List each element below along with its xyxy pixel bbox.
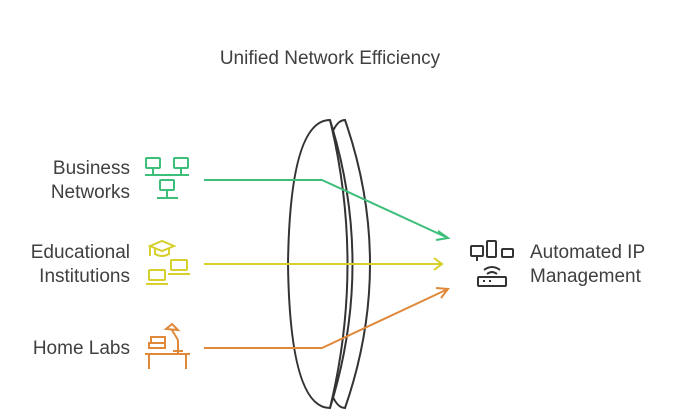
label-output-line1: Automated IP	[530, 242, 646, 263]
diagram-title: Unified Network Efficiency	[219, 48, 441, 69]
label-business-line1: Business	[52, 158, 130, 179]
label-educational-line1: Educational	[30, 242, 130, 263]
label-automated-ip-management: Automated IP Management	[530, 241, 645, 289]
label-business-line2: Networks	[50, 182, 130, 203]
networked-computers-icon	[145, 157, 189, 199]
arrow-educational	[204, 257, 444, 271]
label-business-networks: Business Networks	[51, 157, 130, 205]
label-educational-institutions: Educational Institutions	[31, 241, 130, 289]
label-educational-line2: Institutions	[39, 266, 130, 287]
label-home-labs: Home Labs	[33, 337, 130, 361]
arrow-business	[204, 179, 451, 241]
arrow-home-labs	[204, 287, 450, 349]
desk-lamp-icon	[145, 322, 190, 369]
router-devices-icon	[470, 240, 514, 287]
label-output-line2: Management	[530, 266, 641, 287]
label-home-labs-line1: Home Labs	[32, 338, 130, 359]
graduation-laptops-icon	[146, 239, 190, 285]
